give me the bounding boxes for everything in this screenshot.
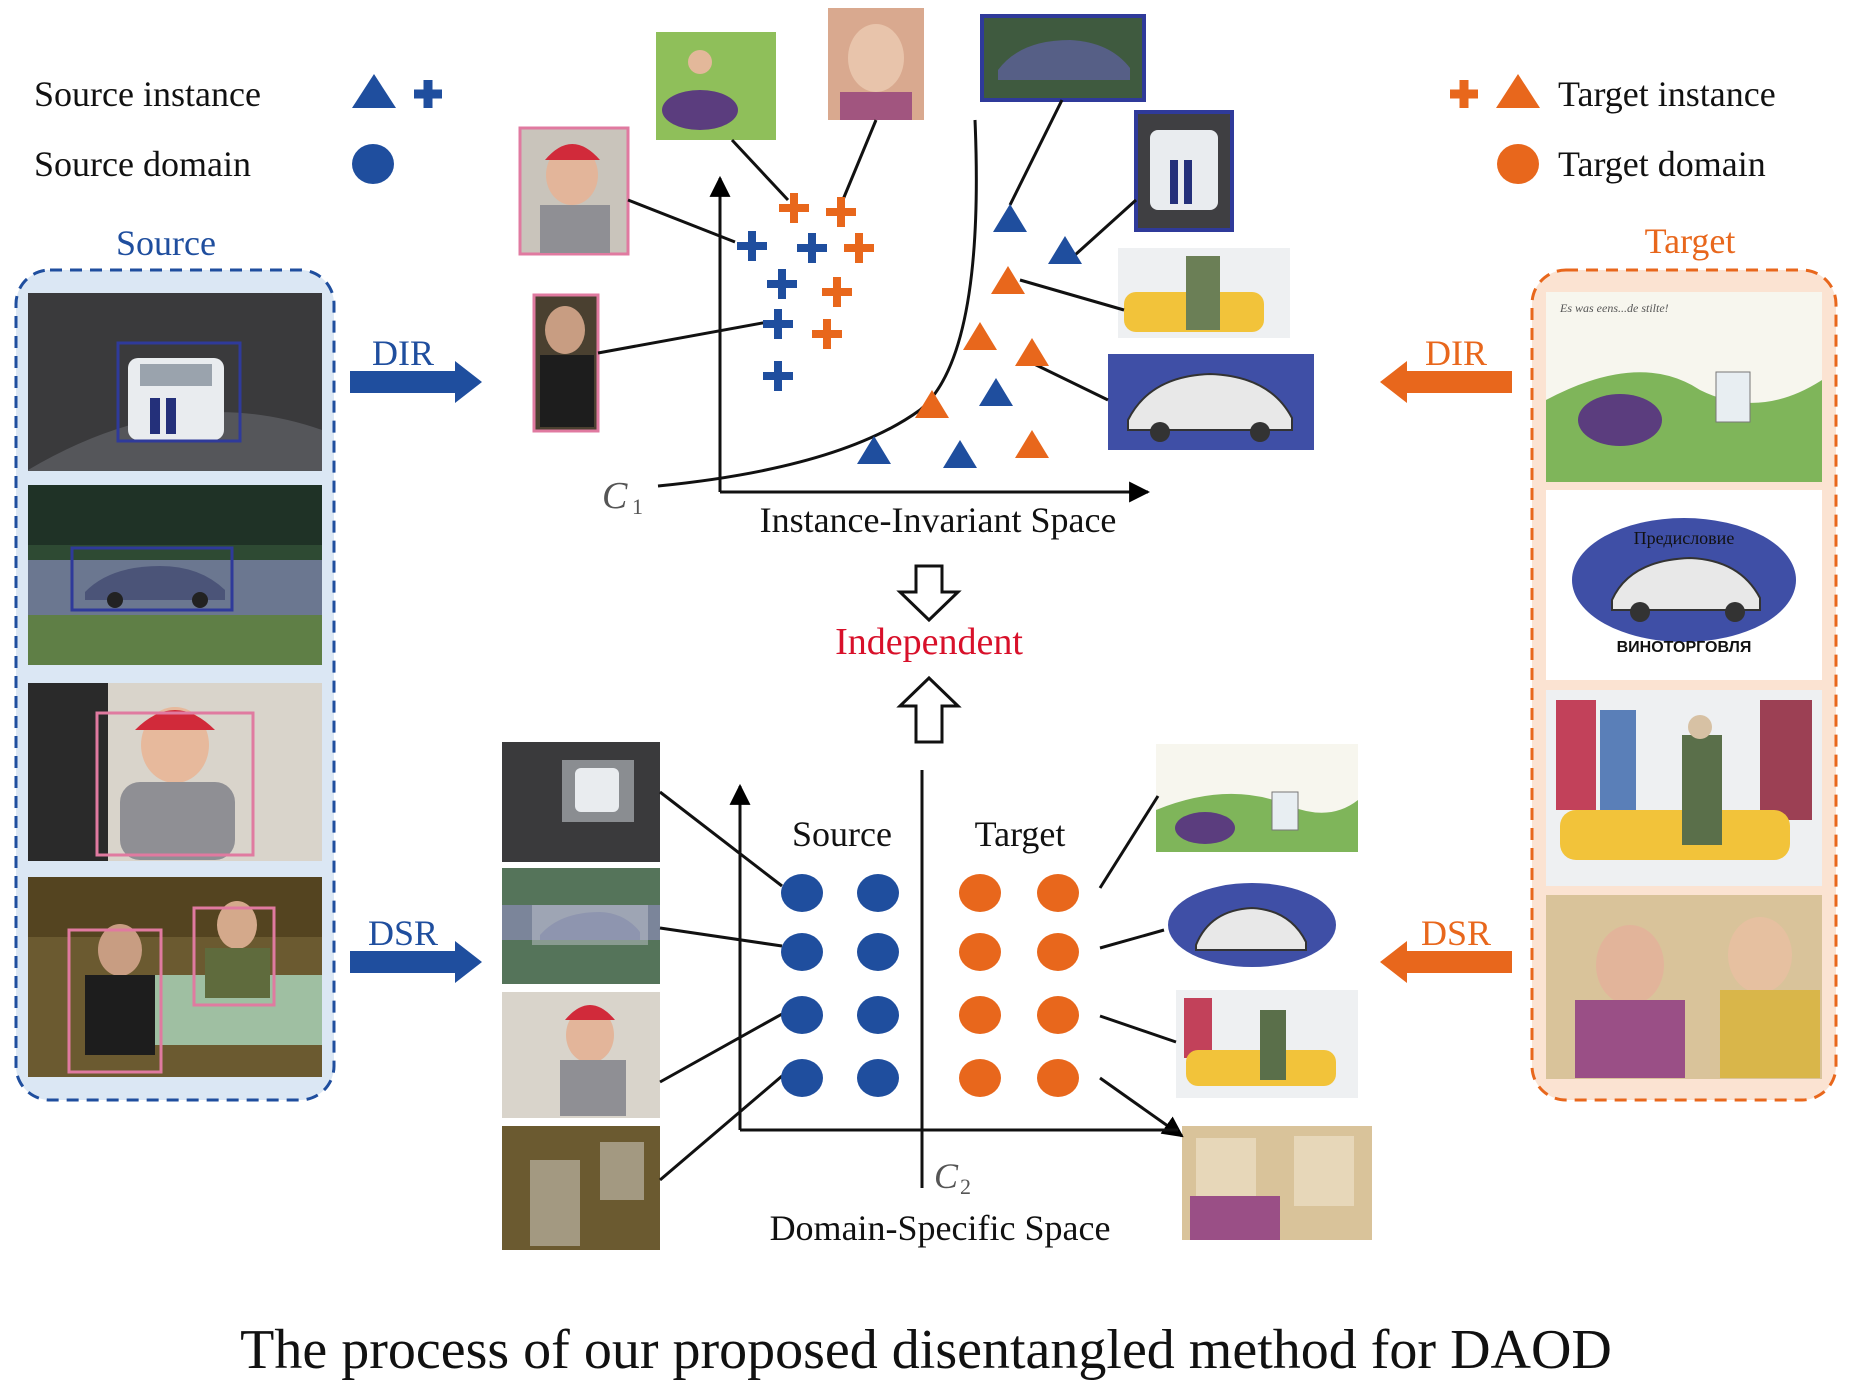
target-image-car-poster: Предисловие ВИНОТОРГОВЛЯ [1546, 490, 1822, 680]
source-image-car-rear [28, 293, 322, 471]
divider-c2-label: C [934, 1156, 959, 1196]
target-panel-title: Target [1645, 221, 1736, 261]
instance-invariant-space: C 1 Instance-Invaria [518, 8, 1314, 540]
bottom-axis-title: Domain-Specific Space [770, 1208, 1111, 1248]
car-shape-icon [1611, 556, 1761, 611]
thumb-car-poster [1108, 354, 1314, 450]
thumb-source-group [502, 1126, 660, 1250]
blue-plus-icon [414, 80, 442, 108]
legend-target-domain-label: Target domain [1558, 144, 1766, 184]
target-image-city-taxi [1546, 690, 1822, 886]
divider-c2-subscript: 2 [960, 1174, 971, 1199]
legend-source-instance-label: Source instance [34, 74, 261, 114]
thumb-target-couple [1182, 1126, 1372, 1240]
source-image-car-side [28, 485, 322, 665]
dir-left-arrow-icon [350, 361, 482, 403]
bottom-target-label: Target [975, 814, 1066, 854]
source-panel: Source [14, 223, 336, 1102]
legend-source-domain-label: Source domain [34, 144, 251, 184]
thumb-car-rear [1134, 110, 1234, 232]
target-image-watercolor-woman: Es was eens...de stilte! [1546, 292, 1822, 482]
thumb-woman-watercolor [656, 32, 776, 140]
curve-c1-subscript: 1 [632, 494, 643, 519]
connector-lines [597, 99, 1138, 402]
poster-title-text: Предисловие [1634, 528, 1735, 548]
blue-circle-icon [352, 144, 394, 184]
instance-pluses [737, 193, 874, 391]
source-panel-title: Source [116, 223, 216, 263]
source-domain-circles [781, 874, 899, 1097]
dsr-right-arrow-icon [1380, 941, 1512, 983]
target-image-couple-reading [1546, 895, 1822, 1079]
bottom-source-label: Source [792, 814, 892, 854]
bbox-person [95, 711, 255, 857]
thumb-source-car-side [502, 868, 660, 984]
curve-c1-label: C [602, 475, 628, 517]
dir-left-label: DIR [372, 333, 434, 373]
source-image-group [28, 877, 322, 1077]
side-arrows: DIR DSR DIR DSR [350, 333, 1512, 983]
bbox-person [67, 928, 163, 1074]
dir-right-arrow-icon [1380, 361, 1512, 403]
legend-target-instance-label: Target instance [1558, 74, 1776, 114]
bbox-person [192, 906, 276, 1007]
dsr-right-label: DSR [1421, 913, 1491, 953]
thumb-target-woman [1156, 744, 1358, 852]
dir-right-label: DIR [1425, 333, 1487, 373]
figure-caption: The process of our proposed disentangled… [240, 1319, 1612, 1381]
decision-curve-c1 [657, 119, 978, 488]
orange-circle-icon [1497, 144, 1539, 184]
target-panel: Target Es was eens...de stilte! Предисло… [1530, 221, 1838, 1102]
orange-triangle-icon [1496, 74, 1540, 108]
source-image-man-cap [28, 683, 322, 861]
orange-plus-icon [1450, 80, 1478, 108]
arrow-to-couple [1099, 1076, 1184, 1138]
thumb-target-poster [1164, 880, 1338, 980]
dsr-left-label: DSR [368, 913, 438, 953]
thumb-target-taxi [1176, 990, 1358, 1098]
target-domain-circles [959, 874, 1079, 1097]
thumb-woman-face [828, 8, 924, 120]
top-axis-title: Instance-Invariant Space [760, 500, 1117, 540]
dsr-left-arrow-icon [350, 941, 482, 983]
thumb-source-car-rear [502, 742, 660, 862]
instance-triangles [857, 204, 1082, 468]
hollow-arrow-down-icon [896, 564, 962, 623]
bbox-car [116, 341, 242, 443]
car-shape-icon [85, 566, 225, 600]
domain-specific-space: C 2 Source Target Domain-Specific Space [502, 742, 1372, 1250]
thumb-source-man-cap [502, 992, 660, 1118]
blue-triangle-icon [352, 74, 396, 108]
domain-connector-lines [659, 790, 1177, 1182]
independence-block: Independent [835, 564, 1023, 744]
thumb-taxi-watercolor [1118, 248, 1290, 338]
thumb-man-cap [518, 126, 630, 256]
thumb-man-table [532, 293, 600, 433]
bbox-car [70, 546, 234, 612]
thumb-car-side [980, 14, 1146, 102]
hollow-arrow-up-icon [896, 675, 962, 744]
poster-footer-text: ВИНОТОРГОВЛЯ [1617, 639, 1752, 656]
handwriting-text: Es was eens...de stilte! [1559, 301, 1669, 315]
independent-label: Independent [835, 621, 1023, 663]
legend: Source instance Source domain Target ins… [34, 74, 1776, 184]
